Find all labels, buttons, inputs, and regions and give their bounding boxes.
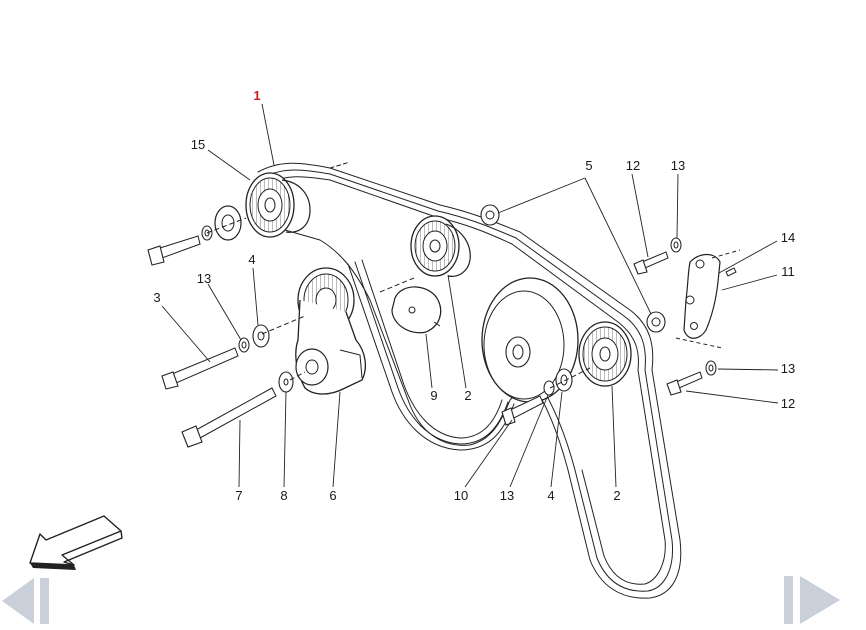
callout-13-left: 13 xyxy=(197,271,211,286)
callout-11: 11 xyxy=(781,264,795,279)
drive-belt xyxy=(257,161,682,599)
long-bolt-7 xyxy=(181,387,277,448)
callout-2-center: 2 xyxy=(464,388,471,403)
idler-pulley-center xyxy=(410,215,471,277)
callout-3: 3 xyxy=(153,290,160,305)
washer-13-left xyxy=(238,337,250,353)
washer-8 xyxy=(278,371,294,393)
cover-plate xyxy=(391,286,442,334)
callout-9: 9 xyxy=(430,388,437,403)
callout-4-bottom: 4 xyxy=(547,488,554,503)
bracket-11 xyxy=(683,253,721,339)
bolt-12-upper xyxy=(633,251,669,275)
idler-pulley-lower-right xyxy=(578,321,632,387)
callout-13-bottom: 13 xyxy=(500,488,514,503)
idler-pulley-upper-left xyxy=(245,172,311,238)
callout-5: 5 xyxy=(585,158,592,173)
prev-page-button[interactable] xyxy=(2,578,49,624)
callout-2-bottom: 2 xyxy=(613,488,620,503)
callout-12-top: 12 xyxy=(626,158,640,173)
leader-lines xyxy=(161,103,779,488)
small-washer-lower xyxy=(543,380,555,396)
callout-13-right: 13 xyxy=(781,361,795,376)
washer-15 xyxy=(214,205,242,241)
next-triangle-icon xyxy=(784,576,840,624)
callout-6: 6 xyxy=(329,488,336,503)
callout-labels: 1 15 5 12 13 14 11 4 13 3 9 2 13 12 7 8 … xyxy=(153,88,795,503)
washer-13-upper xyxy=(670,237,682,253)
washer-4-left xyxy=(252,324,270,348)
callout-12-right: 12 xyxy=(781,396,795,411)
next-page-button[interactable] xyxy=(784,576,840,624)
bolt-upper-left xyxy=(147,235,201,266)
callout-4-left: 4 xyxy=(248,252,255,267)
callout-8: 8 xyxy=(280,488,287,503)
callout-1: 1 xyxy=(253,88,260,103)
bolt-12-lower xyxy=(666,371,703,396)
callout-10: 10 xyxy=(454,488,468,503)
callout-13-top: 13 xyxy=(671,158,685,173)
washer-13-lower xyxy=(705,360,717,376)
callout-7: 7 xyxy=(235,488,242,503)
callout-14: 14 xyxy=(781,230,795,245)
belt-tensioner-assembly xyxy=(295,267,367,395)
pin-14 xyxy=(725,267,737,277)
long-bolt-3 xyxy=(161,347,239,390)
spacer-lower xyxy=(646,311,666,333)
washer-lower-right xyxy=(555,368,573,392)
callout-15: 15 xyxy=(191,137,205,152)
spacer-upper xyxy=(480,204,500,226)
direction-arrow-icon xyxy=(29,515,123,570)
small-washer-15 xyxy=(201,225,213,241)
prev-triangle-icon xyxy=(2,578,49,624)
